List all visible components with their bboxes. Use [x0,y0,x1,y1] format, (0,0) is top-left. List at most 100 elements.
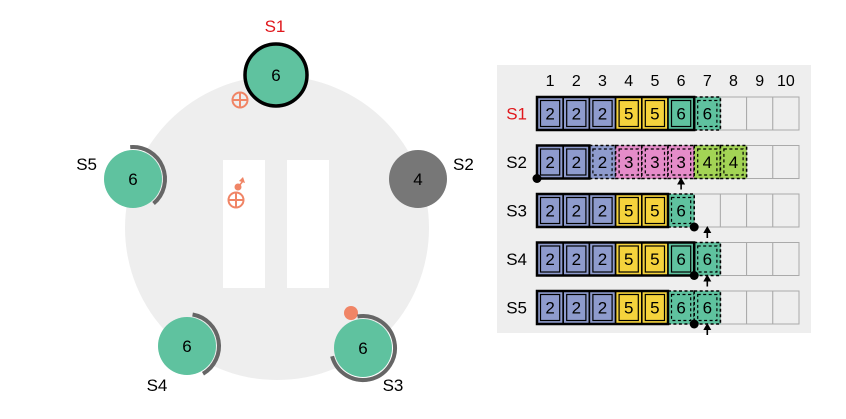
log-entry-term: 2 [545,250,554,269]
log-entry-term: 6 [703,105,712,124]
log-entry-inner [644,99,666,128]
log-slot[interactable] [772,193,800,228]
log-entry-term: 2 [598,250,607,269]
log-entry-term: 6 [703,299,712,318]
server-s2[interactable]: 4 S2 [389,150,474,208]
log-slot[interactable] [772,96,800,131]
log-entry-inner [618,196,639,225]
committed-outline [535,144,591,180]
next-index-arrow [677,177,686,190]
log-entry-inner [566,293,587,322]
log-entry-inner [539,196,561,225]
log-entry[interactable] [588,144,617,180]
log-slot[interactable] [772,290,800,325]
next-index-arrow [703,323,712,335]
log-slot[interactable] [719,193,748,228]
log-entry-term: 4 [729,153,738,172]
log-entry[interactable] [693,241,722,277]
log-entry-inner [697,245,718,273]
next-index-arrow [703,274,712,287]
log-entry[interactable] [693,144,722,180]
log-slot[interactable] [719,96,748,131]
log-entry-inner [566,99,587,128]
server-term: 6 [182,337,191,356]
log-entry-term: 2 [545,153,554,172]
election-timer-arc [192,312,221,376]
pause-bar-right[interactable] [287,160,329,288]
log-slot[interactable] [772,145,800,179]
message-icon [227,177,245,209]
server-s5[interactable]: 6S5 [76,145,167,208]
log-entry[interactable] [614,144,643,180]
committed-outline [535,241,696,277]
log-row-label: S5 [506,299,527,318]
log-entry-inner [539,148,561,176]
election-timer-arc [130,145,167,206]
log-slot[interactable] [693,193,721,228]
log-entry-inner [644,245,666,273]
log-slot[interactable] [719,242,748,276]
server-s1[interactable]: 6S1 [243,17,309,108]
log-index-label: 9 [755,73,764,90]
log-entry[interactable] [588,241,617,277]
log-entry-term: 5 [650,105,659,124]
log-entry-term: 2 [572,202,581,221]
log-row-label: S4 [506,250,527,269]
log-entry-term: 5 [624,250,633,269]
log-entry-term: 3 [624,153,633,172]
log-entry[interactable] [693,290,722,325]
log-slot[interactable] [746,290,774,325]
log-index-label: 10 [777,73,795,90]
server-label: S2 [453,155,474,174]
server-s4[interactable]: 6S4 [147,312,221,395]
log-entry-inner [618,293,639,322]
pause-bar-left[interactable] [223,160,265,288]
log-entry[interactable] [640,144,669,180]
log-index-label: 7 [703,73,712,90]
log-entry[interactable] [667,193,696,228]
log-slot[interactable] [746,242,774,276]
log-entry-inner [697,293,718,322]
server-s3[interactable]: 6S3 [330,314,403,395]
log-entry[interactable] [588,96,617,131]
log-index-label: 8 [729,73,738,90]
log-entry-term: 2 [572,105,581,124]
log-entry-term: 6 [676,250,685,269]
log-entry[interactable] [667,144,696,180]
log-entry-inner [539,293,561,322]
log-entry-term: 6 [703,250,712,269]
log-entry[interactable] [562,193,591,228]
log-entry-inner [618,148,639,176]
server-term: 4 [413,170,422,189]
server-circle [389,150,447,208]
log-entry-inner [592,293,613,322]
log-entry-inner [644,148,666,176]
log-slot[interactable] [746,145,774,179]
log-slot[interactable] [772,242,800,276]
log-entry[interactable] [719,144,748,180]
log-entry[interactable] [640,96,669,131]
log-entry-inner [644,196,666,225]
log-row-label: S1 [506,105,527,124]
log-entry-inner [697,99,718,128]
log-entry-inner [566,148,587,176]
committed-outline [535,95,696,132]
server-term: 6 [358,339,367,358]
log-entry-inner [566,196,587,225]
log-entry-term: 5 [650,250,659,269]
log-entry[interactable] [693,96,722,131]
log-slot[interactable] [746,96,774,131]
server-label: S4 [147,376,168,395]
log-entry-term: 2 [545,105,554,124]
log-slot[interactable] [746,193,774,228]
log-slot[interactable] [719,290,748,325]
server-circle [334,319,392,377]
log-entry-term: 3 [676,153,685,172]
next-index-arrow [703,226,712,238]
server-term: 6 [271,66,280,85]
server-label: S5 [76,155,97,174]
log-entry-inner [670,293,692,322]
log-entry-inner [618,99,639,128]
